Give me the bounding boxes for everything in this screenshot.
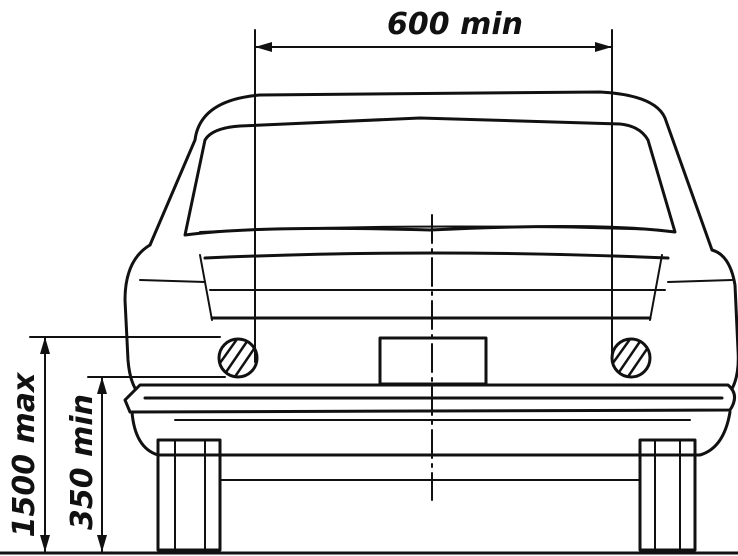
right-tyre-tread (654, 439, 681, 551)
window-sill-line (199, 225, 663, 233)
rear-window (183, 116, 677, 237)
right-pillar-line (649, 254, 663, 321)
right-lamp (610, 337, 652, 379)
cabin-outline (148, 90, 714, 252)
max-height-dimension: 1500 max (7, 336, 221, 553)
lamp-spacing-dimension: 600 min (254, 7, 613, 363)
trunk-top-line (203, 251, 670, 260)
car-body (123, 90, 738, 552)
left-light-line (139, 279, 206, 283)
lower-body (130, 410, 732, 457)
right-wheel (638, 438, 697, 552)
left-wheel (156, 438, 222, 552)
lamp-spacing-label: 600 min (387, 7, 523, 42)
min-height-label: 350 min (65, 394, 100, 530)
left-tyre-tread (174, 439, 206, 551)
max-height-label: 1500 max (7, 371, 42, 537)
right-light-line (667, 279, 733, 283)
min-height-dimension: 350 min (65, 376, 226, 553)
left-pillar-line (199, 254, 213, 321)
left-lamp (217, 337, 259, 379)
